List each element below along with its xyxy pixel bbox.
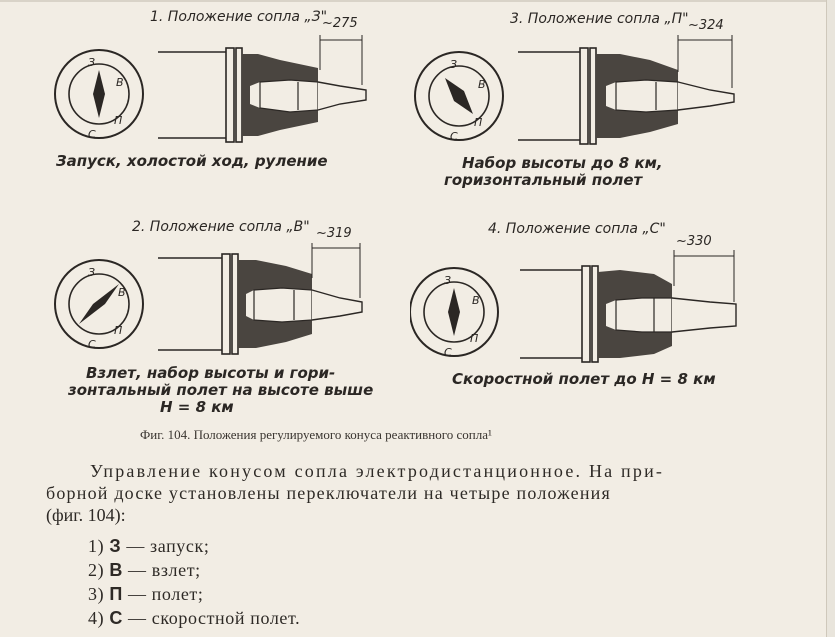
panel-4-diagram: З В П С	[410, 250, 740, 370]
switch-letter-p: П	[114, 324, 122, 337]
panel-1-diagram: З В П С	[50, 30, 370, 150]
switch-letter-s: С	[88, 338, 96, 351]
page-top-edge	[0, 0, 835, 2]
panel-2-caption-line-2: зонтальный полет на высоте выше	[68, 381, 374, 399]
list-item-number: 3)	[88, 584, 105, 604]
nozzle-icon	[518, 35, 735, 145]
panel-2-diagram: З В П С	[50, 238, 370, 362]
panel-1-dimension: ~275	[322, 16, 358, 31]
switch-letter-z: З	[444, 274, 451, 287]
switch-letter-s: С	[88, 128, 96, 141]
list-item-number: 4)	[88, 608, 105, 628]
list-item-number: 1)	[88, 536, 105, 556]
panel-1-caption-line: Запуск, холостой ход, руление	[56, 152, 328, 170]
switch-letter-z: З	[88, 56, 95, 69]
list-item: 2) В — взлет;	[88, 558, 300, 582]
switch-letter-s: С	[444, 346, 452, 359]
panel-1-title: 1. Положение сопла „З"	[150, 9, 328, 25]
panel-4-caption-line: Скоростной полет до Н = 8 км	[452, 370, 716, 388]
panel-2-dimension: ~319	[316, 226, 352, 241]
list-item-text: — полет;	[127, 584, 204, 604]
nozzle-icon	[158, 243, 363, 355]
panel-4-title: 4. Положение сопла „С"	[488, 221, 666, 237]
panel-2-title: 2. Положение сопла „В"	[132, 219, 310, 235]
panel-3-caption-line-1: Набор высоты до 8 км,	[462, 154, 663, 172]
body-line-3: (фиг. 104):	[46, 505, 126, 525]
list-item: 4) С — скоростной полет.	[88, 606, 300, 630]
list-item-text: — скоростной полет.	[128, 608, 301, 628]
body-paragraph: Управление конусом сопла электродистанци…	[46, 460, 746, 526]
switch-dial-icon: З В П С	[414, 51, 504, 143]
list-item-key: В	[109, 560, 123, 580]
list-item-number: 2)	[88, 560, 105, 580]
switch-letter-v: В	[118, 286, 126, 299]
panel-3-caption-line-2: горизонтальный полет	[444, 171, 643, 189]
list-item-text: — взлет;	[128, 560, 201, 580]
panel-3-title: 3. Положение сопла „П"	[510, 11, 689, 27]
panel-2-caption-line-1: Взлет, набор высоты и гори-	[86, 364, 336, 382]
list-item-key: П	[109, 584, 123, 604]
switch-dial-icon: З В П С	[54, 259, 144, 351]
panel-4-dimension: ~330	[676, 234, 712, 249]
figure-caption: Фиг. 104. Положения регулируемого конуса…	[140, 427, 492, 442]
body-line-1: Управление конусом сопла электродистанци…	[90, 461, 665, 481]
switch-dial-icon: З В П С	[410, 267, 499, 359]
switch-letter-v: В	[478, 78, 486, 91]
list-item: 1) З — запуск;	[88, 534, 300, 558]
switch-letter-v: В	[472, 294, 480, 307]
nozzle-icon	[520, 250, 737, 363]
switch-letter-v: В	[116, 76, 124, 89]
switch-letter-z: З	[88, 266, 95, 279]
list-item-text: — запуск;	[126, 536, 210, 556]
panel-2-caption-line-3: Н = 8 км	[160, 398, 234, 416]
body-line-2: борной доске установлены переключатели н…	[46, 483, 611, 503]
nozzle-icon	[158, 35, 367, 143]
switch-letter-p: П	[474, 116, 482, 129]
list-item-key: З	[109, 536, 122, 556]
list-item-key: С	[109, 608, 123, 628]
switch-letter-s: С	[450, 130, 458, 143]
page-right-edge	[826, 0, 835, 637]
panel-3-diagram: З В П С	[410, 30, 740, 152]
switch-letter-z: З	[450, 58, 457, 71]
switch-dial-icon: З В П С	[54, 49, 144, 141]
list-item: 3) П — полет;	[88, 582, 300, 606]
switch-letter-p: П	[470, 332, 478, 345]
switch-letter-p: П	[114, 114, 122, 127]
panel-3-dimension: ~324	[688, 18, 724, 33]
switch-position-list: 1) З — запуск; 2) В — взлет; 3) П — поле…	[88, 534, 300, 630]
